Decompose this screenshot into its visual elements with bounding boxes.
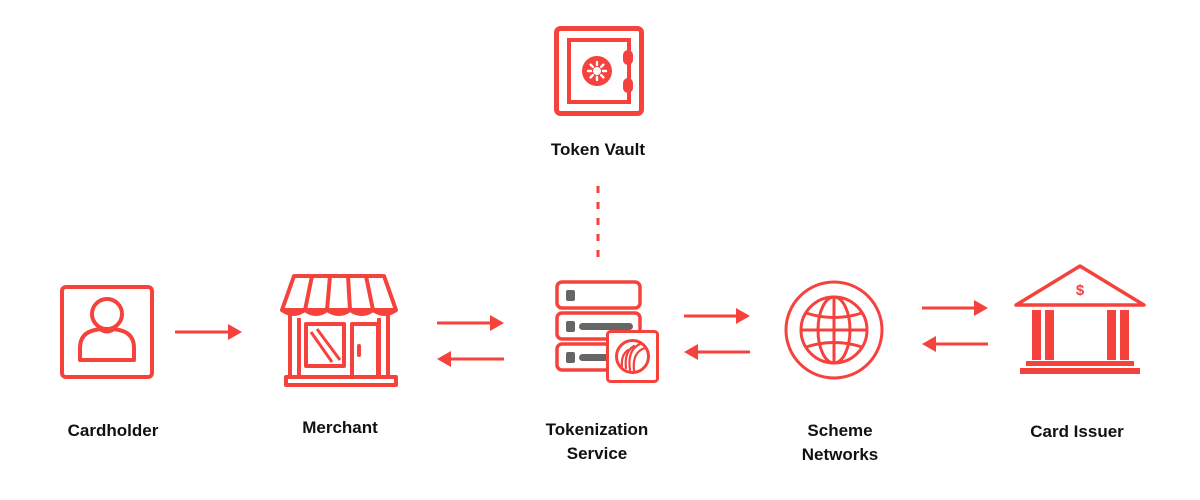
scheme-networks-label-line2: Networks <box>801 445 879 464</box>
tokenization-service-label-line1: Tokenization <box>545 420 649 439</box>
merchant-label: Merchant <box>302 418 378 437</box>
svg-text:$: $ <box>1076 282 1085 299</box>
scheme-networks-label-line1: Scheme <box>807 421 873 440</box>
cardholder-label: Cardholder <box>67 421 159 440</box>
tokenization-service-label-line2: Service <box>566 444 628 463</box>
card-issuer-label: Card Issuer <box>1030 422 1124 441</box>
token-vault-label: Token Vault <box>550 140 646 159</box>
